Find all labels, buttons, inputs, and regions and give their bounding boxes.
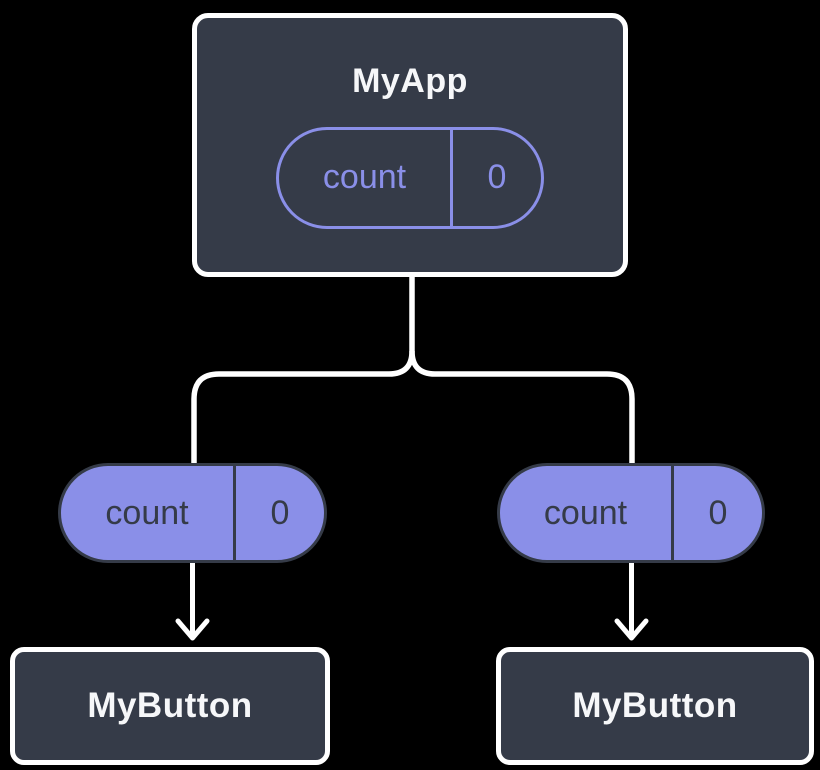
node-mybutton-right: MyButton xyxy=(496,647,814,765)
branch-right-line xyxy=(409,350,635,468)
prop-pill-left-label: count xyxy=(105,493,189,532)
node-myapp-title: MyApp xyxy=(352,61,468,100)
arrow-right xyxy=(614,557,649,641)
branch-left-line xyxy=(191,350,415,468)
state-pill-label: count xyxy=(322,158,407,196)
prop-pill-left: count 0 xyxy=(58,463,327,563)
prop-pill-right-label: count xyxy=(543,493,628,532)
node-mybutton-left: MyButton xyxy=(10,647,330,765)
state-pill-count: count 0 xyxy=(276,126,544,229)
prop-pill-right-value: 0 xyxy=(671,466,762,560)
prop-pill-right: count 0 xyxy=(497,463,765,563)
node-mybutton-left-title: MyButton xyxy=(87,686,253,725)
node-myapp: MyApp count 0 xyxy=(192,13,628,277)
node-mybutton-right-title: MyButton xyxy=(572,686,738,725)
arrow-left xyxy=(175,557,210,641)
state-pill-value: 0 xyxy=(450,129,541,226)
prop-pill-left-value: 0 xyxy=(233,466,324,560)
